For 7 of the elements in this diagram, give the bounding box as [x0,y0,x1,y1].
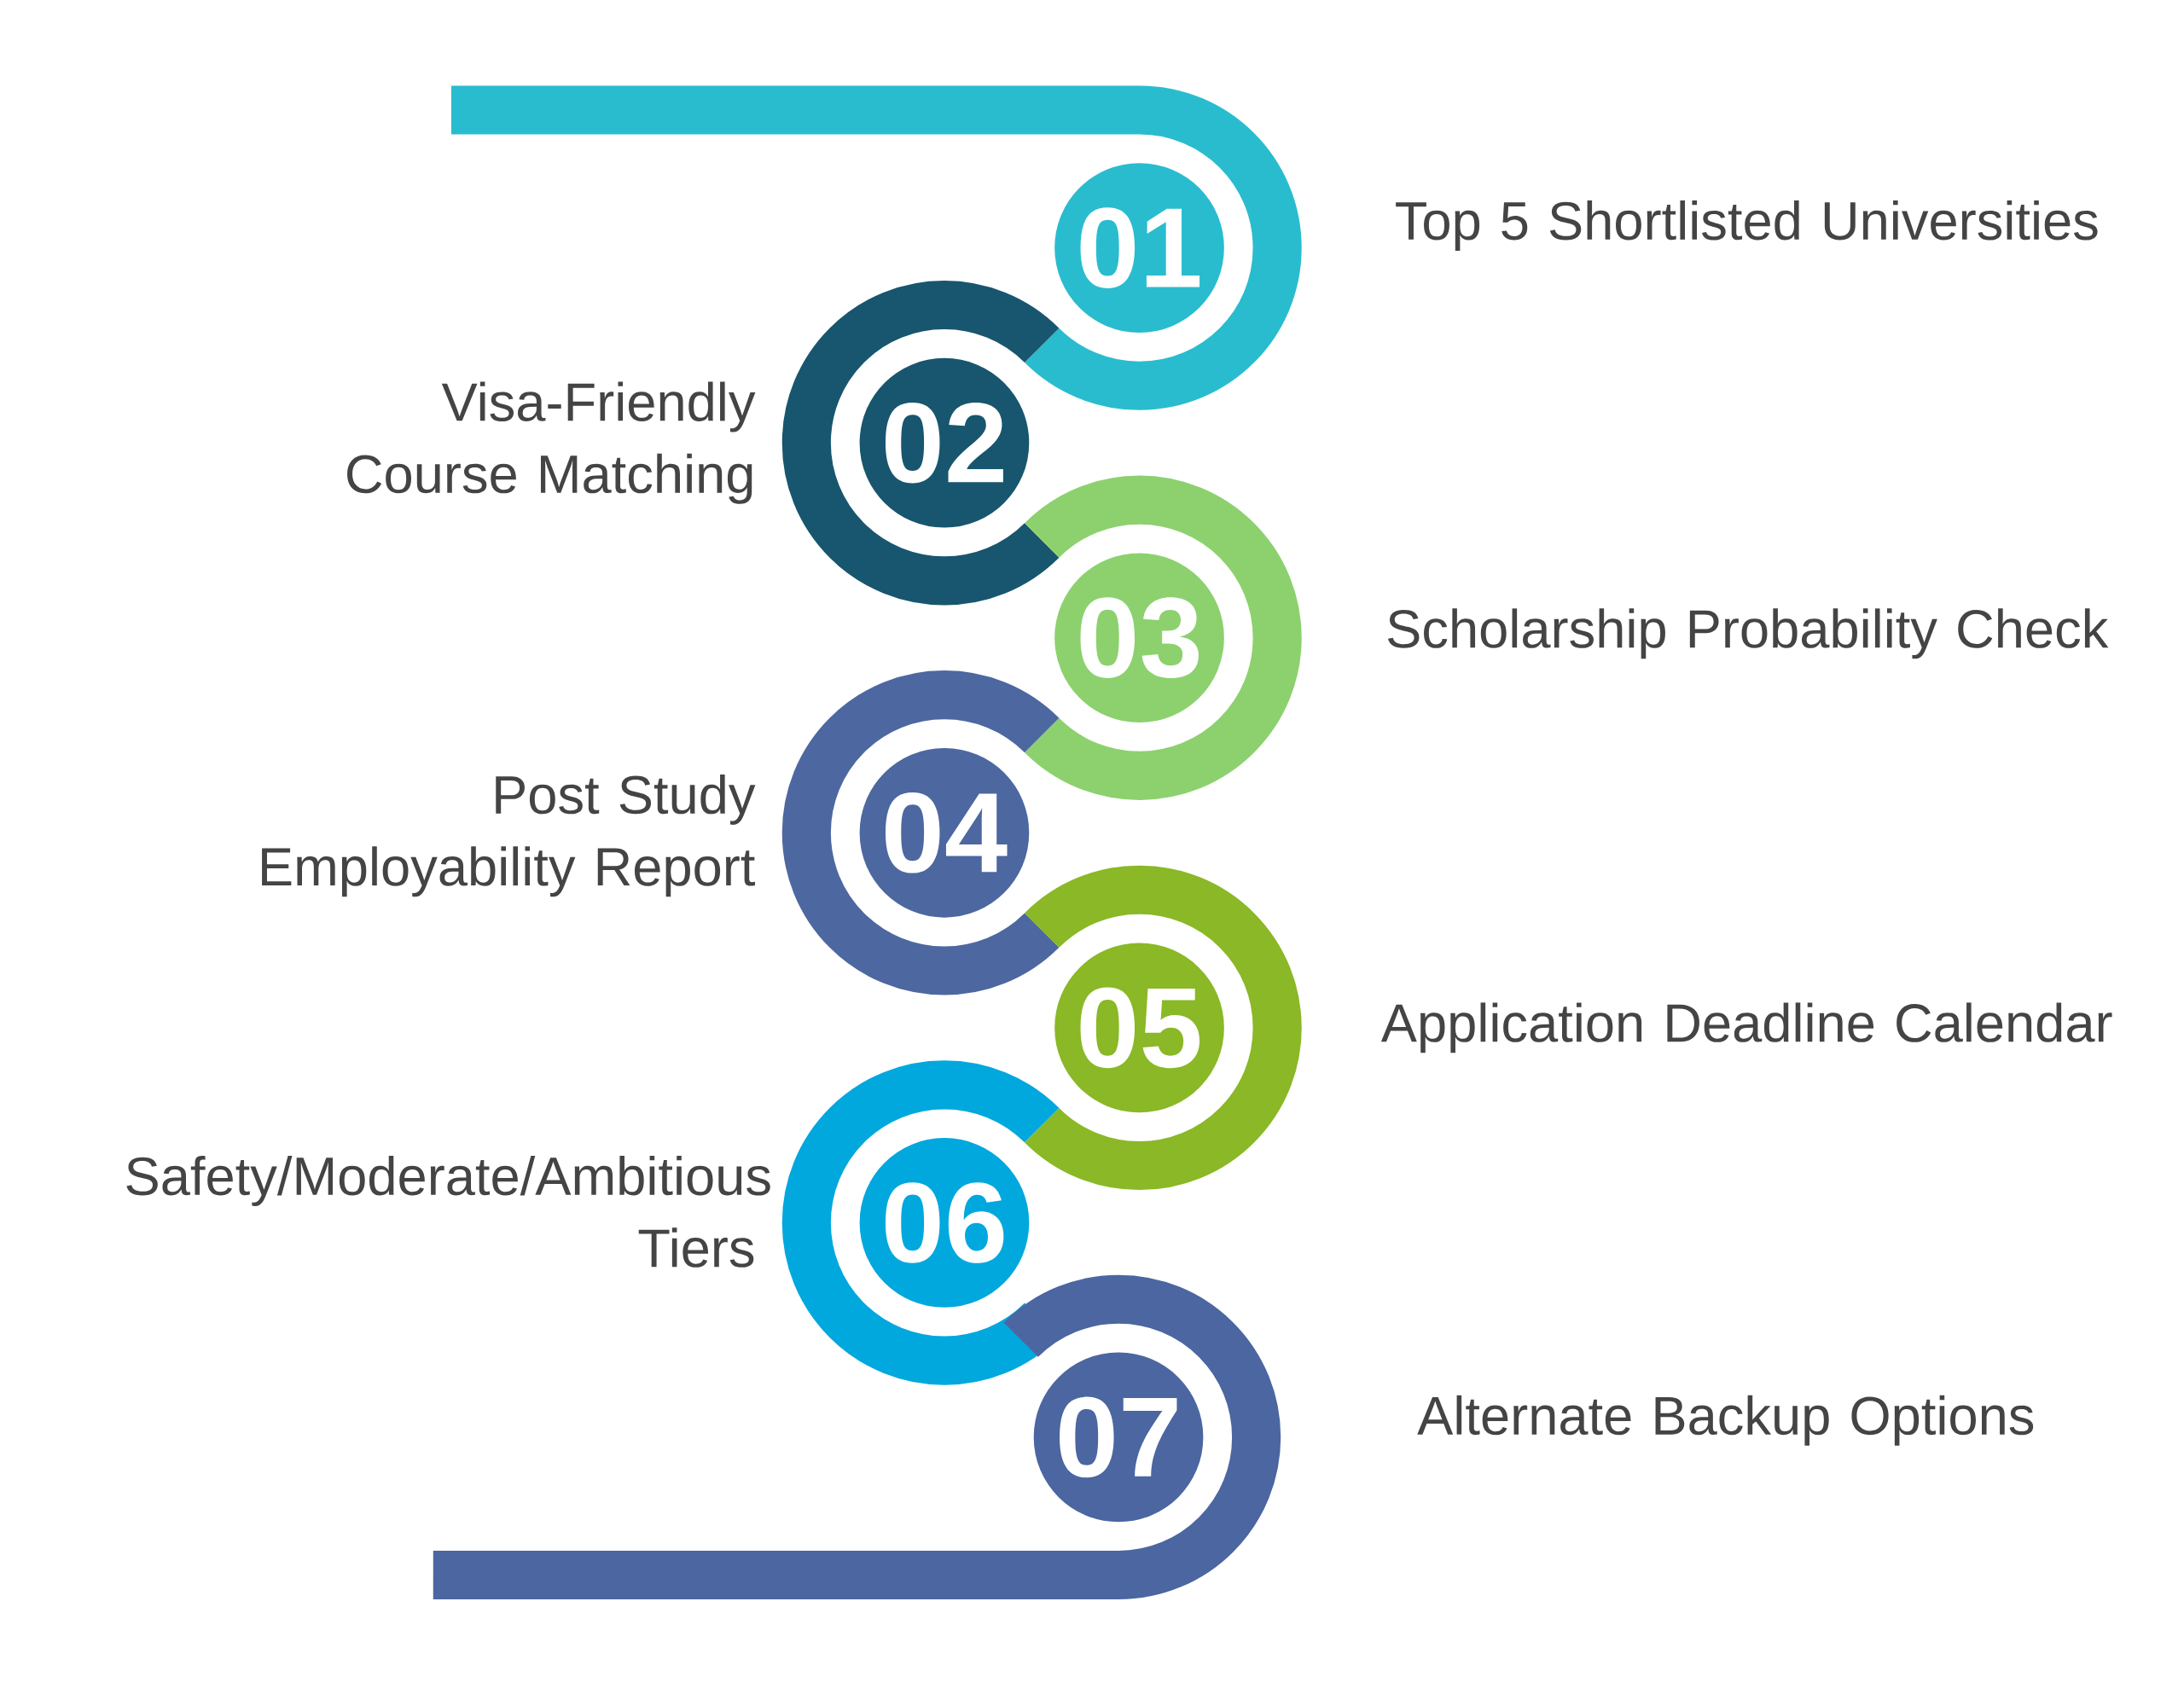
step-label: Alternate Backup Options [1417,1395,2034,1446]
step-label: Scholarship Probability Check [1388,608,2109,659]
step-label: Visa-Friendly Course Matching [347,381,756,504]
step-label: Top 5 Shortlisted Universities [1396,200,2098,251]
step-label: Safety/Moderate/Ambitious Tiers [126,1155,770,1268]
step-label: Application Deadline Calendar [1380,1002,2112,1053]
step-label: Post Study Employability Report [262,774,756,896]
